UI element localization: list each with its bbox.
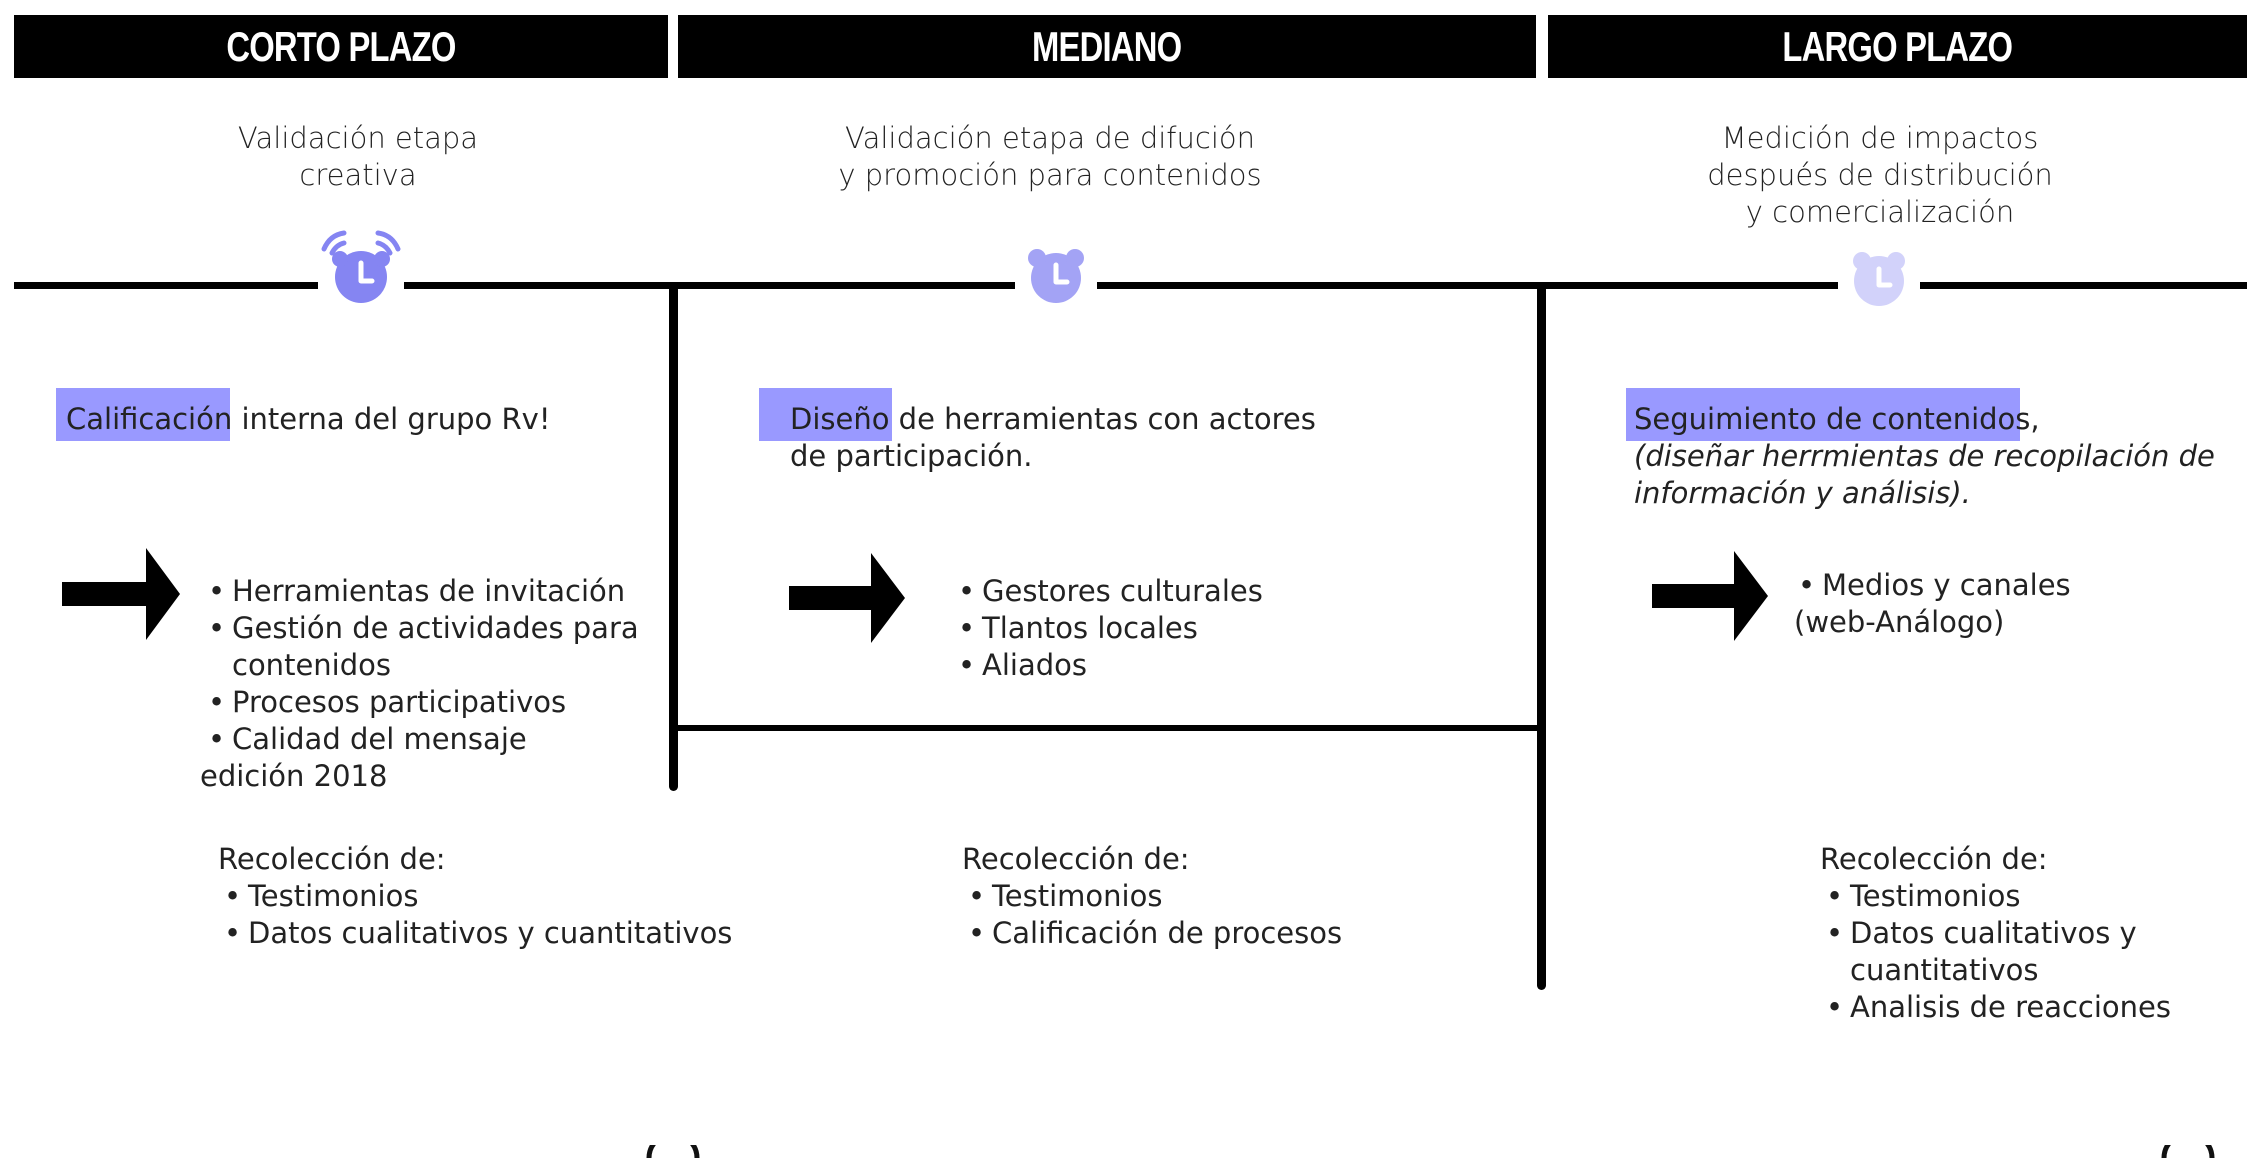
decorative-circle: [646, 1145, 700, 1158]
timeline-marker-1: [318, 225, 404, 315]
collection-largo: Recolección de: •Testimonios •Datos cual…: [1820, 842, 2171, 1024]
list-item: •Procesos participativos: [208, 685, 567, 719]
list-item: •Testimonios: [1826, 879, 2021, 913]
list-item: •Medios y canales: [1798, 568, 2071, 602]
subtitle-largo: Medición de impactos después de distribu…: [1707, 121, 2053, 229]
arrow-right-icon: [1652, 551, 1768, 641]
subtitle-corto: Validación etapa creativa: [237, 121, 479, 192]
timeline-marker-3: [1838, 245, 1920, 313]
items-largo: •Medios y canales (web-Análogo): [1794, 567, 2071, 641]
list-item: •Testimonios: [968, 879, 1163, 913]
highlight-mediano: [759, 388, 892, 441]
alarm-clock-faded-icon: [1853, 252, 1905, 306]
subtitle-mediano: Validación etapa de difución y promoción…: [838, 121, 1262, 192]
collection-mediano: Recolección de: •Testimonios •Calificaci…: [962, 842, 1343, 950]
mediano-box-bottom: [675, 725, 1541, 731]
list-item: •Aliados: [958, 648, 1087, 682]
list-item: •Datos cualitativos y cuantitativos: [224, 916, 733, 950]
timeline-marker-2: [1015, 238, 1097, 310]
list-item: (web-Análogo): [1794, 605, 2005, 639]
statement-corto: Calificación interna del grupo Rv!: [66, 402, 551, 436]
items-mediano: •Gestores culturales •Tlantos locales •A…: [958, 573, 1263, 684]
timeline-line: [14, 282, 2247, 289]
list-item: •Analisis de reacciones: [1826, 990, 2171, 1024]
list-item: cuantitativos: [1850, 953, 2039, 987]
header-mediano: MEDIANO: [678, 15, 1536, 78]
statement-largo: Seguimiento de contenidos, (diseñar herr…: [1634, 402, 2215, 510]
highlight-corto: [56, 388, 230, 441]
list-item: •Gestores culturales: [958, 574, 1263, 608]
divider-left: [669, 285, 678, 791]
arrow-right-icon: [789, 553, 905, 643]
decorative-circle: [2161, 1145, 2215, 1158]
list-item: edición 2018: [200, 759, 388, 793]
list-item: •Gestión de actividades para: [208, 611, 639, 645]
list-item: contenidos: [232, 648, 391, 682]
divider-right: [1537, 285, 1546, 990]
statement-mediano: Diseño de herramientas con actores de pa…: [790, 402, 1316, 473]
list-item: •Datos cualitativos y: [1826, 916, 2137, 950]
highlight-largo: [1626, 388, 2020, 441]
list-item: •Calidad del mensaje: [208, 722, 527, 756]
list-item: •Tlantos locales: [958, 611, 1198, 645]
alarm-clock-icon: [1028, 249, 1084, 303]
collection-corto: Recolección de: •Testimonios •Datos cual…: [218, 842, 733, 950]
header-largo-plazo: LARGO PLAZO: [1548, 15, 2247, 78]
arrow-right-icon: [62, 548, 180, 640]
alarm-clock-ringing-icon: [321, 230, 401, 303]
items-corto: •Herramientas de invitación •Gestión de …: [200, 573, 639, 795]
list-item: •Calificación de procesos: [968, 916, 1343, 950]
header-corto-plazo: CORTO PLAZO: [14, 15, 668, 78]
list-item: •Herramientas de invitación: [208, 574, 626, 608]
list-item: •Testimonios: [224, 879, 419, 913]
